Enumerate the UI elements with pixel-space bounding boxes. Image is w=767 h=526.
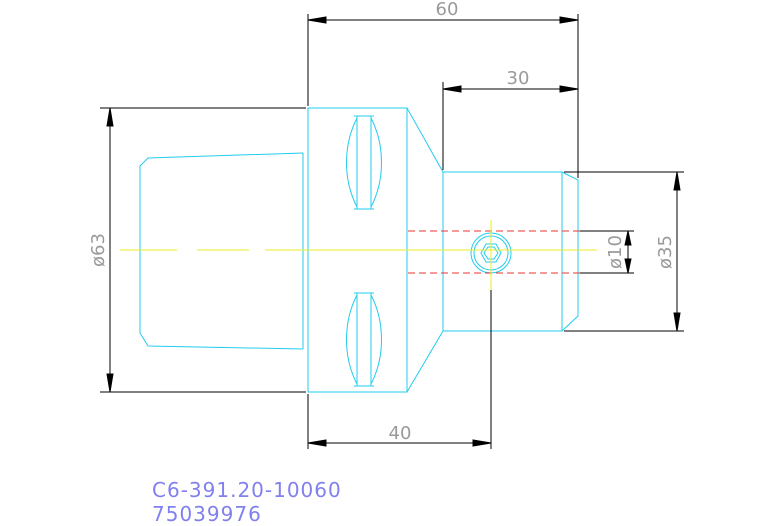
dim-label-30: 30 xyxy=(507,68,530,89)
tapered-shank xyxy=(139,152,304,350)
extension-lines xyxy=(100,14,684,449)
front-chamfer xyxy=(561,171,579,332)
dimension-labels: 60 30 40 ø63 ø35 ø10 xyxy=(88,0,676,444)
front-shank xyxy=(442,171,563,332)
dim-label-60: 60 xyxy=(436,0,459,20)
lower-taper xyxy=(406,330,444,393)
drive-slot-upper xyxy=(346,115,382,210)
upper-taper xyxy=(406,107,444,173)
dimension-lines xyxy=(106,16,681,447)
dim-label-dia-35: ø35 xyxy=(655,235,676,269)
dim-label-40: 40 xyxy=(389,423,412,444)
part-number: 75039976 xyxy=(152,502,262,526)
dim-label-dia-63: ø63 xyxy=(88,233,109,267)
centerlines xyxy=(120,220,597,292)
drive-slot-lower xyxy=(346,292,382,387)
hidden-bore-lines xyxy=(408,230,599,274)
part-code: C6-391.20-10060 xyxy=(152,478,342,502)
dim-label-dia-10: ø10 xyxy=(605,235,626,269)
